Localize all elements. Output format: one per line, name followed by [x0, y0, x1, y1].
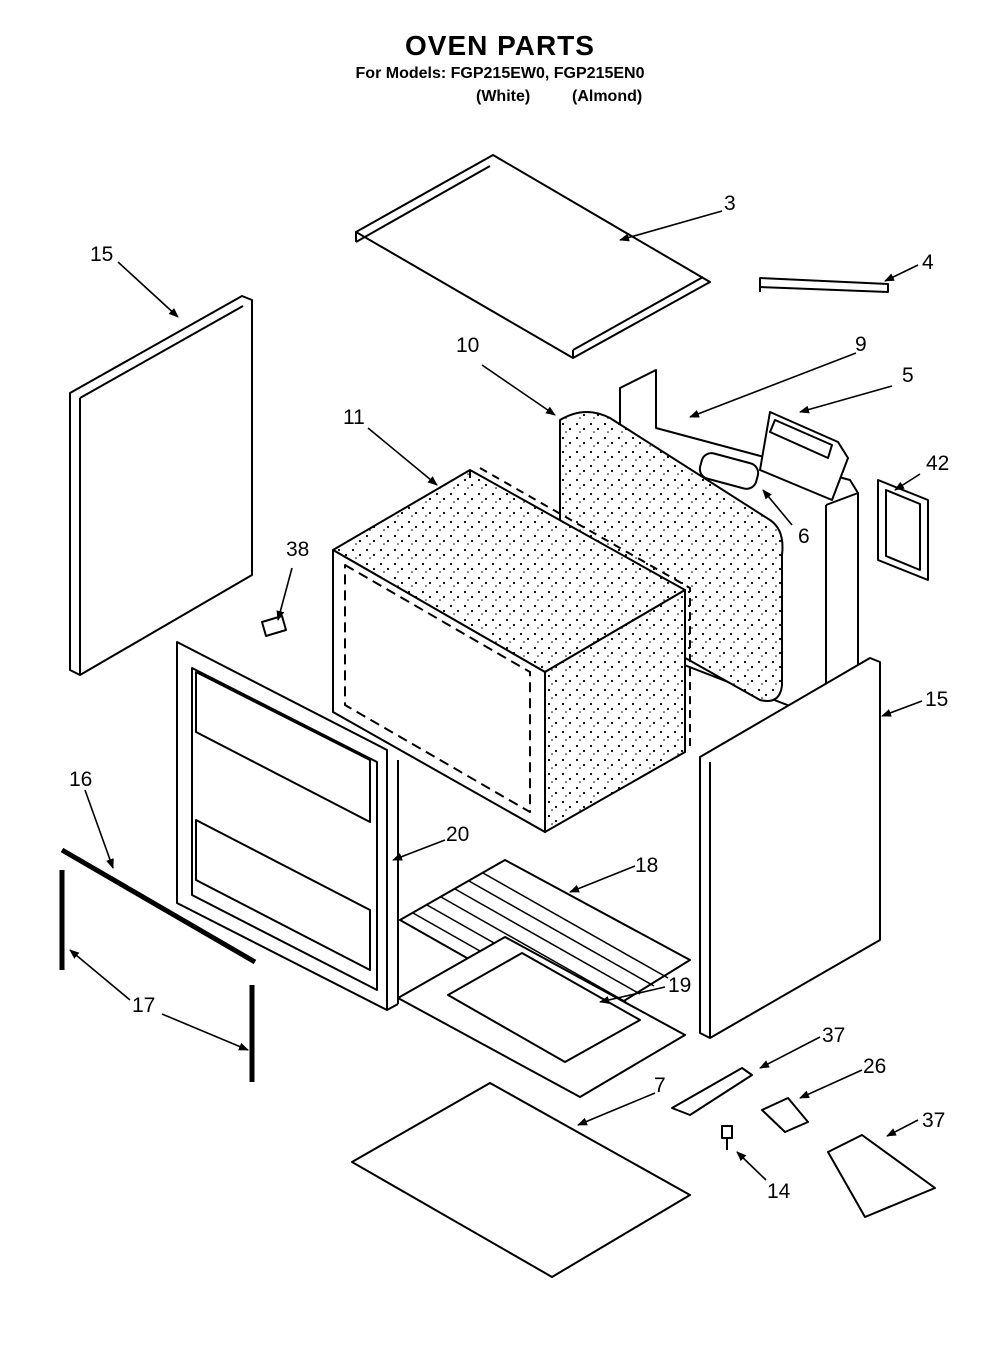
- callout-10: 10: [456, 334, 479, 357]
- callout-15-left: 15: [90, 243, 113, 266]
- variant-almond: (Almond): [572, 88, 643, 105]
- callout-16: 16: [69, 768, 92, 791]
- callout-20: 20: [446, 823, 469, 846]
- part-leveling-bracket-upper: [671, 1067, 753, 1116]
- leader-lines: [69, 210, 923, 1181]
- callout-3: 3: [724, 192, 736, 215]
- part-top-panel: [355, 154, 711, 359]
- callout-labels: 3 4 5 6 7 9 10 11 14 15 15 16 17 18 19 2…: [69, 192, 949, 1203]
- variant-white: (White): [476, 88, 531, 105]
- callout-38: 38: [286, 538, 309, 561]
- callout-42: 42: [926, 452, 949, 475]
- part-trim-strip: [60, 847, 257, 965]
- callout-19: 19: [668, 974, 691, 997]
- callout-26: 26: [863, 1055, 886, 1078]
- part-grommet: [698, 452, 760, 490]
- callout-37-upper: 37: [822, 1024, 845, 1047]
- part-oven-cavity: [332, 467, 691, 833]
- part-left-side-panel: [69, 295, 253, 676]
- part-vent-bracket: [759, 277, 889, 293]
- callout-11: 11: [343, 406, 365, 429]
- callout-37-lower: 37: [922, 1109, 945, 1132]
- callout-17: 17: [132, 994, 155, 1017]
- part-leveling-bracket-lower: [827, 1134, 936, 1218]
- part-bottom-panel: [351, 1082, 691, 1278]
- callout-14: 14: [767, 1180, 791, 1203]
- part-clip: [261, 615, 287, 637]
- part-vent-duct: [759, 411, 849, 501]
- part-broiler-pan: [397, 936, 686, 1098]
- callout-15-right: 15: [925, 688, 948, 711]
- callout-4: 4: [922, 251, 934, 274]
- part-side-bracket: [877, 479, 929, 581]
- callout-5: 5: [902, 364, 914, 387]
- part-leveling-leg: [761, 1097, 809, 1133]
- callout-9: 9: [855, 333, 867, 356]
- callout-18: 18: [635, 854, 658, 877]
- diagram-title: OVEN PARTS: [405, 30, 595, 61]
- part-screw: [721, 1125, 733, 1150]
- part-vertical-trims: [59, 870, 255, 1082]
- callout-7: 7: [654, 1074, 666, 1097]
- part-front-frame: [176, 641, 399, 1011]
- callout-6: 6: [798, 525, 810, 548]
- model-numbers: For Models: FGP215EW0, FGP215EN0: [355, 65, 645, 82]
- part-right-side-panel: [699, 657, 881, 1039]
